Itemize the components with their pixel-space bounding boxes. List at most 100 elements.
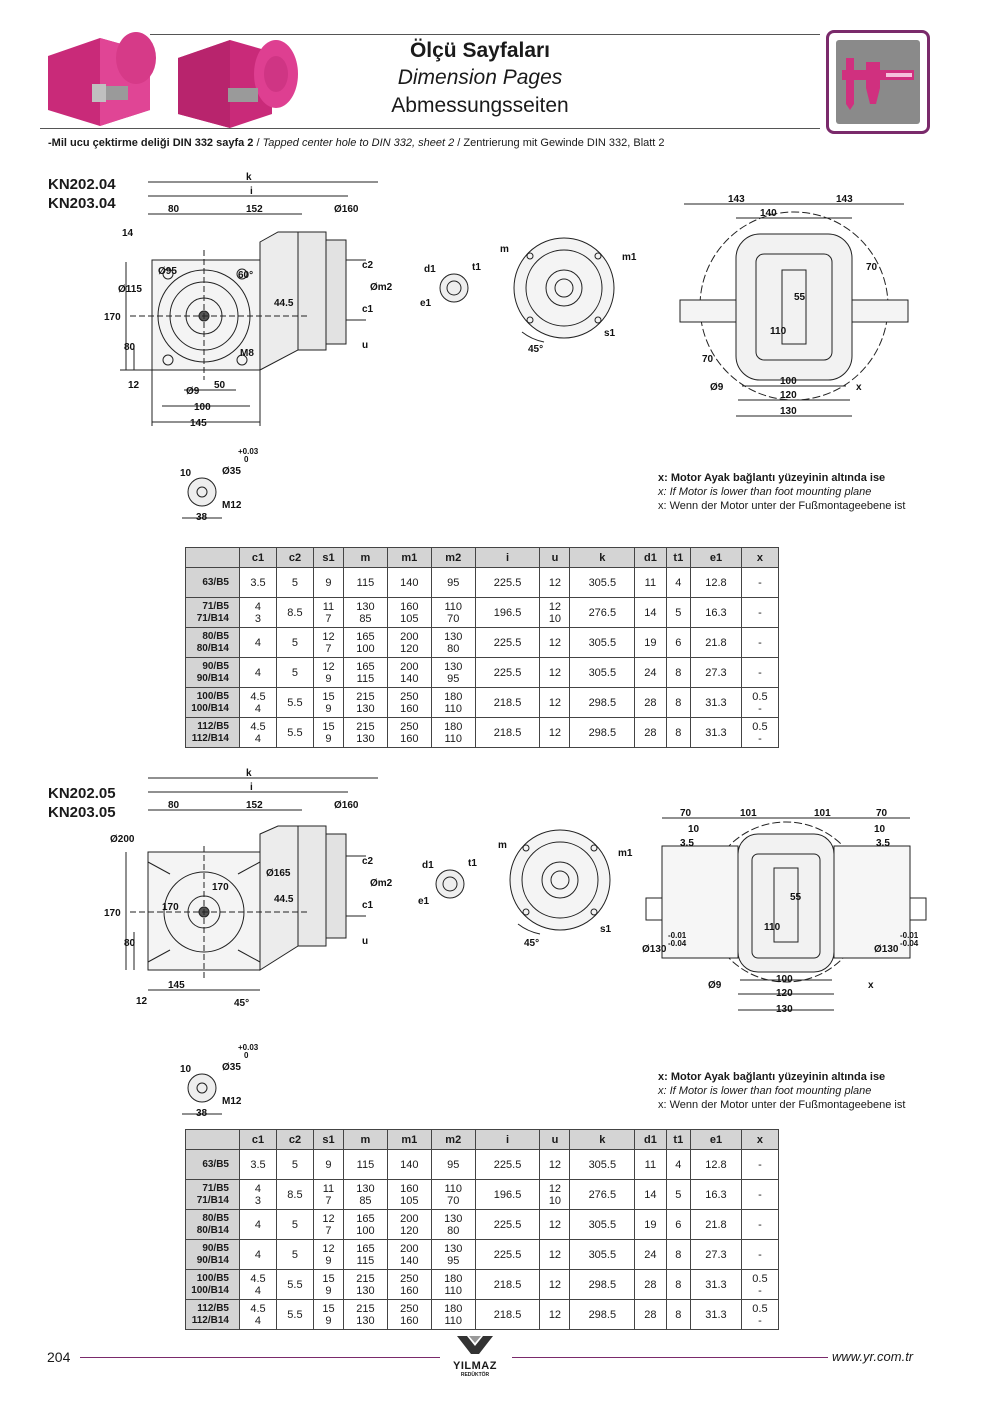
column-header (185, 1129, 240, 1150)
note-separator: / (454, 137, 464, 149)
cell-value: 8.5 (287, 606, 303, 619)
dim-d1: d1 (424, 264, 436, 275)
dim-9: Ø9 (708, 980, 722, 991)
dim-152: 152 (246, 204, 263, 215)
dim-m12: M12 (222, 500, 242, 511)
row-label: 63/B5 (185, 567, 240, 598)
row-label-line: 112/B14 (191, 1314, 229, 1326)
row-label-line: 71/B5 (202, 600, 229, 612)
tol-a1: -0.01 (668, 931, 687, 940)
column-header: m1 (386, 547, 432, 568)
cell-t1: 8 (665, 1239, 692, 1270)
cell-value: 130 (444, 1212, 463, 1225)
dim-45: 45° (234, 998, 249, 1009)
column-header: d1 (634, 1129, 667, 1150)
gearbox-photo-left (48, 32, 156, 126)
cell-value: 298.5 (588, 1278, 617, 1291)
dim-170c: 170 (104, 908, 121, 919)
cell-value: 31.3 (705, 696, 727, 709)
dim-145: 145 (190, 418, 207, 429)
dim-3-5b: 3.5 (876, 838, 890, 849)
column-header: t1 (665, 547, 692, 568)
cell-e1: 16.3 (690, 1179, 742, 1210)
dim-38: 38 (196, 1108, 208, 1119)
cell-value: 130 (356, 702, 375, 715)
cell-value: 180 (444, 690, 463, 703)
cell-c2: 5 (275, 1209, 314, 1240)
cell-d1: 14 (634, 1179, 667, 1210)
cell-value: 298.5 (588, 726, 617, 739)
cell-value: 105 (400, 612, 419, 625)
cell-value: 130 (444, 660, 463, 673)
cell-value: 9 (325, 1254, 332, 1267)
row-label-line: 90/B5 (202, 660, 229, 672)
dim-38: 38 (196, 512, 208, 523)
row-label-line: 71/B14 (196, 1194, 229, 1206)
cell-value: 9 (325, 1158, 332, 1171)
cell-value: 305.5 (588, 1158, 617, 1171)
cell-value: 12 (548, 1248, 562, 1261)
cell-d1: 19 (634, 627, 667, 658)
cell-value: 305.5 (588, 1218, 617, 1231)
cell-value: 5.5 (287, 1278, 303, 1291)
cell-k: 298.5 (569, 717, 636, 748)
dim-55: 55 (790, 892, 802, 903)
cell-value: 180 (444, 1302, 463, 1315)
dim-120: 120 (780, 390, 797, 401)
cell-value: 120 (400, 1224, 419, 1237)
cell-m2: 95 (430, 1149, 476, 1180)
cell-value: 140 (400, 576, 419, 589)
cell-value: 95 (447, 672, 460, 685)
cell-value: 4 (254, 1218, 262, 1231)
dim-10: 10 (180, 1064, 192, 1075)
column-header: x (740, 1129, 780, 1150)
cell-value: 11 (322, 1182, 335, 1195)
dim-m2: Øm2 (370, 282, 393, 293)
column-header: i (474, 547, 541, 568)
cell-value: 3.5 (250, 1158, 266, 1171)
dim-160: Ø160 (334, 800, 359, 811)
cell-value: 11 (322, 600, 335, 613)
tol-top: +0.03 (238, 447, 259, 456)
cell-d1: 24 (634, 657, 667, 688)
cell-value: 115 (356, 1254, 375, 1267)
cell-value: 225.5 (493, 1158, 522, 1171)
cell-value: 24 (644, 666, 657, 679)
cell-value: 0.5 (752, 1302, 768, 1315)
cell-c1: 4 (239, 627, 277, 658)
cell-value: 4.5 (250, 720, 266, 733)
note-turkish: -Mil ucu çektirme deliği DIN 332 sayfa 2 (48, 137, 254, 149)
cell-i: 218.5 (474, 1269, 541, 1300)
cell-value: 110 (444, 732, 463, 745)
cell-value: 12 (548, 666, 562, 679)
dim-k: k (246, 172, 252, 183)
logo-mark-icon (457, 1336, 493, 1354)
dim-143b: 143 (836, 194, 853, 205)
dim-12: 12 (136, 996, 148, 1007)
cell-value: 12 (548, 576, 562, 589)
cell-value: 3.5 (250, 576, 266, 589)
cell-value: 160 (400, 1182, 419, 1195)
cell-value: 5 (291, 636, 299, 649)
cell-i: 196.5 (474, 1179, 541, 1210)
cell-value: 225.5 (493, 636, 522, 649)
column-header: m (342, 1129, 388, 1150)
cell-value: - (758, 1218, 762, 1231)
cell-value: 12 (548, 1218, 562, 1231)
